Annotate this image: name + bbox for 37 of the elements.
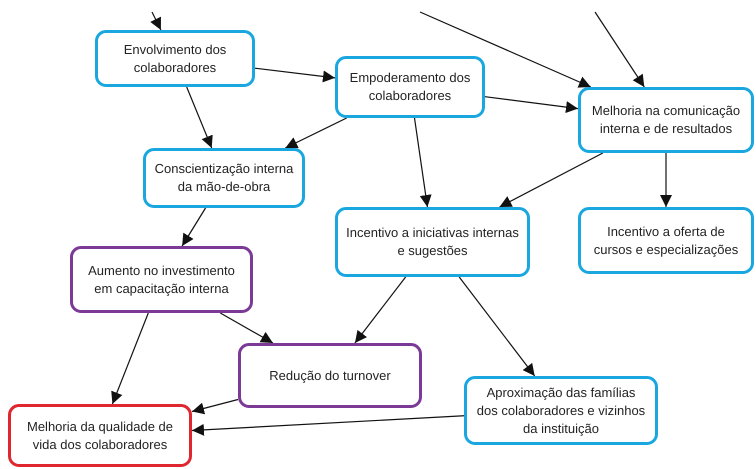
arrow bbox=[182, 208, 206, 246]
arrow bbox=[458, 276, 536, 376]
concept-box bbox=[578, 207, 754, 274]
box-text: Empoderamento dos colaboradores bbox=[348, 69, 472, 105]
concept-box bbox=[335, 207, 530, 277]
arrow bbox=[192, 398, 238, 414]
concept-box bbox=[464, 376, 658, 445]
concept-box bbox=[335, 56, 485, 118]
arrow bbox=[192, 415, 464, 436]
box-text: Incentivo a iniciativas internas e sugestões bbox=[346, 224, 519, 260]
concept-box bbox=[70, 246, 253, 313]
box-text: Melhoria da qualidade de vida dos colaboradores bbox=[26, 418, 174, 454]
arrow bbox=[660, 153, 672, 207]
box-text: Aumento no investimento em capacitação interna bbox=[87, 262, 236, 298]
arrow bbox=[354, 276, 406, 344]
box-text: Redução do turnover bbox=[269, 366, 391, 384]
arrow bbox=[420, 11, 592, 88]
concept-box bbox=[143, 148, 305, 208]
box-text: Envolvimento dos colaboradores bbox=[122, 40, 228, 76]
concept-box bbox=[95, 30, 255, 87]
arrow bbox=[150, 12, 162, 30]
arrow bbox=[285, 117, 347, 149]
arrow bbox=[499, 152, 604, 208]
arrow bbox=[186, 86, 213, 148]
box-text: Aproximação das famílias dos colaboradores e vizinhos da instituição bbox=[476, 384, 646, 438]
arrow bbox=[484, 96, 578, 114]
box-text: Incentivo a oferta de cursos e especializações bbox=[592, 222, 740, 258]
arrow bbox=[111, 312, 149, 404]
concept-box bbox=[8, 404, 192, 467]
arrow bbox=[414, 118, 432, 208]
box-text: Conscientização interna da mão-de-obra bbox=[154, 160, 294, 196]
concept-box bbox=[238, 343, 422, 408]
arrow bbox=[254, 68, 336, 82]
arrow bbox=[594, 12, 645, 88]
arrow bbox=[220, 312, 274, 344]
box-text: Melhoria na comunicação interna e de resultados bbox=[590, 102, 742, 138]
concept-box bbox=[578, 87, 754, 153]
